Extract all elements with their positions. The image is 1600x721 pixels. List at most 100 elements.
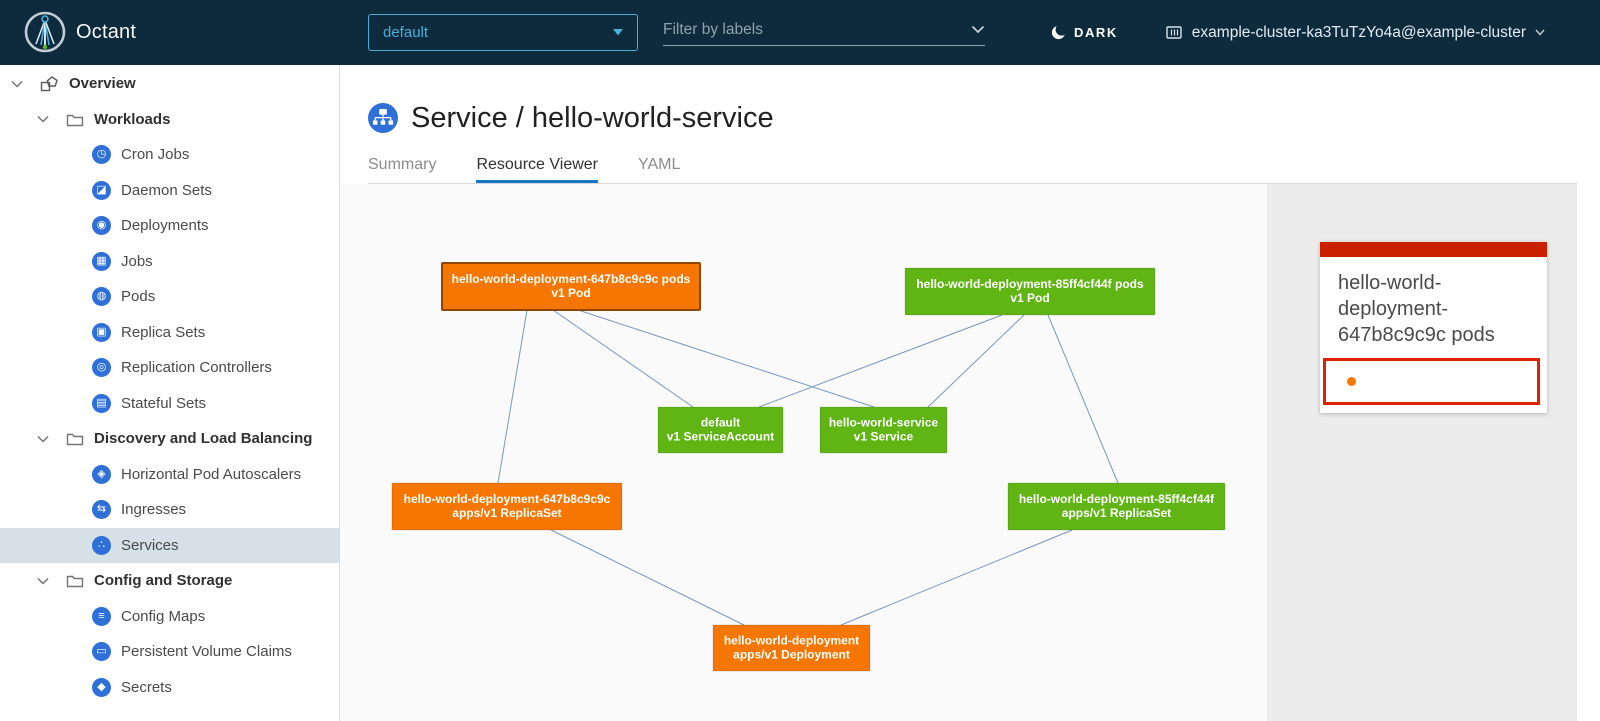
- folder-icon: [66, 573, 84, 588]
- pods-icon: ◍: [92, 287, 111, 307]
- sidebar-item-daemon-sets[interactable]: ◪ Daemon Sets: [0, 173, 339, 209]
- caret-down-icon[interactable]: [10, 80, 24, 88]
- graph-node-pod-647[interactable]: hello-world-deployment-647b8c9c9c podsv1…: [441, 262, 701, 311]
- sidebar-item-secrets[interactable]: ◆ Secrets: [0, 670, 339, 706]
- ingresses-icon: ⇆: [92, 500, 111, 520]
- sidebar-item-stateful-sets[interactable]: ▤ Stateful Sets: [0, 386, 339, 422]
- sidebar-item-label: Services: [121, 536, 179, 554]
- sidebar-item-label: Config Maps: [121, 607, 206, 625]
- daemon-sets-icon: ◪: [92, 180, 111, 200]
- caret-down-icon: [613, 29, 623, 36]
- stateful-sets-icon: ▤: [92, 393, 111, 413]
- sidebar-item-label: Daemon Sets: [121, 181, 212, 199]
- folder-icon: [66, 431, 84, 446]
- cron-jobs-icon: ◷: [92, 145, 111, 165]
- svg-text:hello-world-deployment-647b8c9: hello-world-deployment-647b8c9c9c pods: [452, 272, 691, 286]
- sidebar-item-replica-sets[interactable]: ▣Replica Sets: [0, 315, 339, 351]
- sidebar-item-label: Workloads: [94, 110, 171, 128]
- dark-mode-label: DARK: [1074, 25, 1118, 40]
- secrets-icon: ◆: [92, 677, 111, 697]
- sidebar-item-label: Config and Storage: [94, 572, 233, 590]
- replication-controllers-icon: ◎: [92, 358, 111, 378]
- tab-summary[interactable]: Summary: [368, 156, 437, 173]
- svg-text:hello-world-deployment-85ff4cf: hello-world-deployment-85ff4cf44f pods: [916, 277, 1144, 291]
- cluster-selector[interactable]: example-cluster-ka3TuTzYo4a@example-clus…: [1165, 0, 1545, 65]
- sidebar-item-cron-jobs[interactable]: ◷ Cron Jobs: [0, 137, 339, 173]
- svg-text:hello-world-deployment-647b8c9: hello-world-deployment-647b8c9c9c: [404, 492, 611, 506]
- sidebar-item-label: Secrets: [121, 678, 172, 696]
- tab-resource-viewer[interactable]: Resource Viewer: [476, 153, 598, 183]
- sidebar-item-persistent-volume-claims[interactable]: ▭Persistent Volume Claims: [0, 634, 339, 670]
- app-header: Octant default Filter by labels DARK exa…: [0, 0, 1600, 65]
- sidebar-item-services[interactable]: ∴ Services: [0, 527, 339, 563]
- graph-edge-pod-85f-svc-hello: [927, 314, 1025, 408]
- caret-down-icon: [1535, 29, 1545, 36]
- moon-icon: [1051, 24, 1067, 40]
- svg-text:v1 ServiceAccount: v1 ServiceAccount: [667, 430, 774, 444]
- sidebar-item-deployments[interactable]: ◉Deployments: [0, 208, 339, 244]
- services-icon: ∴: [92, 535, 111, 555]
- sidebar-item-discovery-and-load-balancing[interactable]: Discovery and Load Balancing: [0, 421, 339, 457]
- sidebar-item-label: Pods: [121, 288, 156, 306]
- dark-mode-toggle[interactable]: DARK: [1050, 0, 1118, 65]
- sidebar-item-label: Persistent Volume Claims: [121, 643, 292, 661]
- sidebar-item-label: Overview: [69, 75, 136, 93]
- sidebar-item-replication-controllers[interactable]: ◎ Replication Controllers: [0, 350, 339, 386]
- sidebar-item-config-maps[interactable]: ≡Config Maps: [0, 599, 339, 635]
- caret-down-icon[interactable]: [36, 115, 50, 123]
- sidebar-item-config-and-storage[interactable]: Config and Storage: [0, 563, 339, 599]
- svg-text:hello-world-deployment-85ff4cf: hello-world-deployment-85ff4cf44f: [1019, 492, 1215, 506]
- sidebar-item-ingresses[interactable]: ⇆ Ingresses: [0, 492, 339, 528]
- graph-edge-pod-85f-sa-default: [758, 314, 1003, 408]
- sidebar-item-horizontal-pod-autoscalers[interactable]: ◈Horizontal Pod Autoscalers: [0, 457, 339, 493]
- sidebar-item-label: Stateful Sets: [121, 394, 207, 412]
- caret-down-icon[interactable]: [36, 577, 50, 585]
- card-body: hello-world-deployment-647b8c9c9c pods: [1320, 257, 1547, 413]
- sidebar-item-overview[interactable]: Overview: [0, 66, 339, 102]
- svg-text:apps/v1 ReplicaSet: apps/v1 ReplicaSet: [1062, 506, 1171, 520]
- objects-icon: [40, 75, 59, 93]
- cluster-context-label: example-cluster-ka3TuTzYo4a@example-clus…: [1191, 23, 1526, 41]
- svg-text:apps/v1 ReplicaSet: apps/v1 ReplicaSet: [452, 506, 561, 520]
- chevron-down-icon[interactable]: [971, 25, 985, 34]
- graph-node-rs-85f[interactable]: hello-world-deployment-85ff4cf44fapps/v1…: [1007, 482, 1226, 531]
- sidebar-item-workloads[interactable]: Workloads: [0, 102, 339, 138]
- card-status-bar: [1320, 242, 1547, 257]
- resource-summary-card[interactable]: hello-world-deployment-647b8c9c9c pods: [1320, 242, 1547, 413]
- tab-yaml[interactable]: YAML: [638, 156, 681, 173]
- octant-logo-icon: [24, 11, 66, 53]
- page-title: Service / hello-world-service: [411, 101, 774, 134]
- filter-by-labels-input[interactable]: Filter by labels: [663, 14, 985, 46]
- graph-node-pod-85f[interactable]: hello-world-deployment-85ff4cf44f podsv1…: [904, 267, 1156, 316]
- graph-node-rs-647[interactable]: hello-world-deployment-647b8c9c9capps/v1…: [391, 482, 623, 531]
- sidebar-item-label: Cron Jobs: [121, 146, 190, 164]
- pod-status-box: [1323, 358, 1540, 405]
- tab-bar: Summary Resource Viewer YAML: [368, 153, 720, 183]
- svg-text:hello-world-deployment: hello-world-deployment: [724, 634, 859, 648]
- namespace-value: default: [383, 24, 429, 41]
- sidebar-item-jobs[interactable]: ▦Jobs: [0, 244, 339, 280]
- pod-status-dot: [1347, 377, 1356, 386]
- graph-edge-pod-647-rs-647: [497, 309, 528, 484]
- svg-text:v1 Service: v1 Service: [854, 430, 914, 444]
- sidebar-item-pods[interactable]: ◍ Pods: [0, 279, 339, 315]
- caret-down-icon[interactable]: [36, 435, 50, 443]
- sidebar-item-label: Ingresses: [121, 501, 187, 519]
- sidebar-item-label: Horizontal Pod Autoscalers: [121, 465, 302, 483]
- graph-edge-rs-647-deploy: [550, 529, 745, 626]
- main-content: Service / hello-world-service Summary Res…: [340, 65, 1600, 721]
- svg-text:v1 Pod: v1 Pod: [551, 286, 590, 300]
- sidebar-item-label: Replication Controllers: [121, 359, 272, 377]
- graph-edge-rs-85f-deploy: [840, 529, 1073, 626]
- deployments-icon: ◉: [92, 216, 111, 236]
- page-title-row: Service / hello-world-service: [368, 98, 774, 138]
- svg-text:apps/v1 Deployment: apps/v1 Deployment: [733, 648, 850, 662]
- svg-text:hello-world-service: hello-world-service: [829, 416, 939, 430]
- namespace-select[interactable]: default: [368, 14, 638, 51]
- app-title: Octant: [76, 21, 137, 43]
